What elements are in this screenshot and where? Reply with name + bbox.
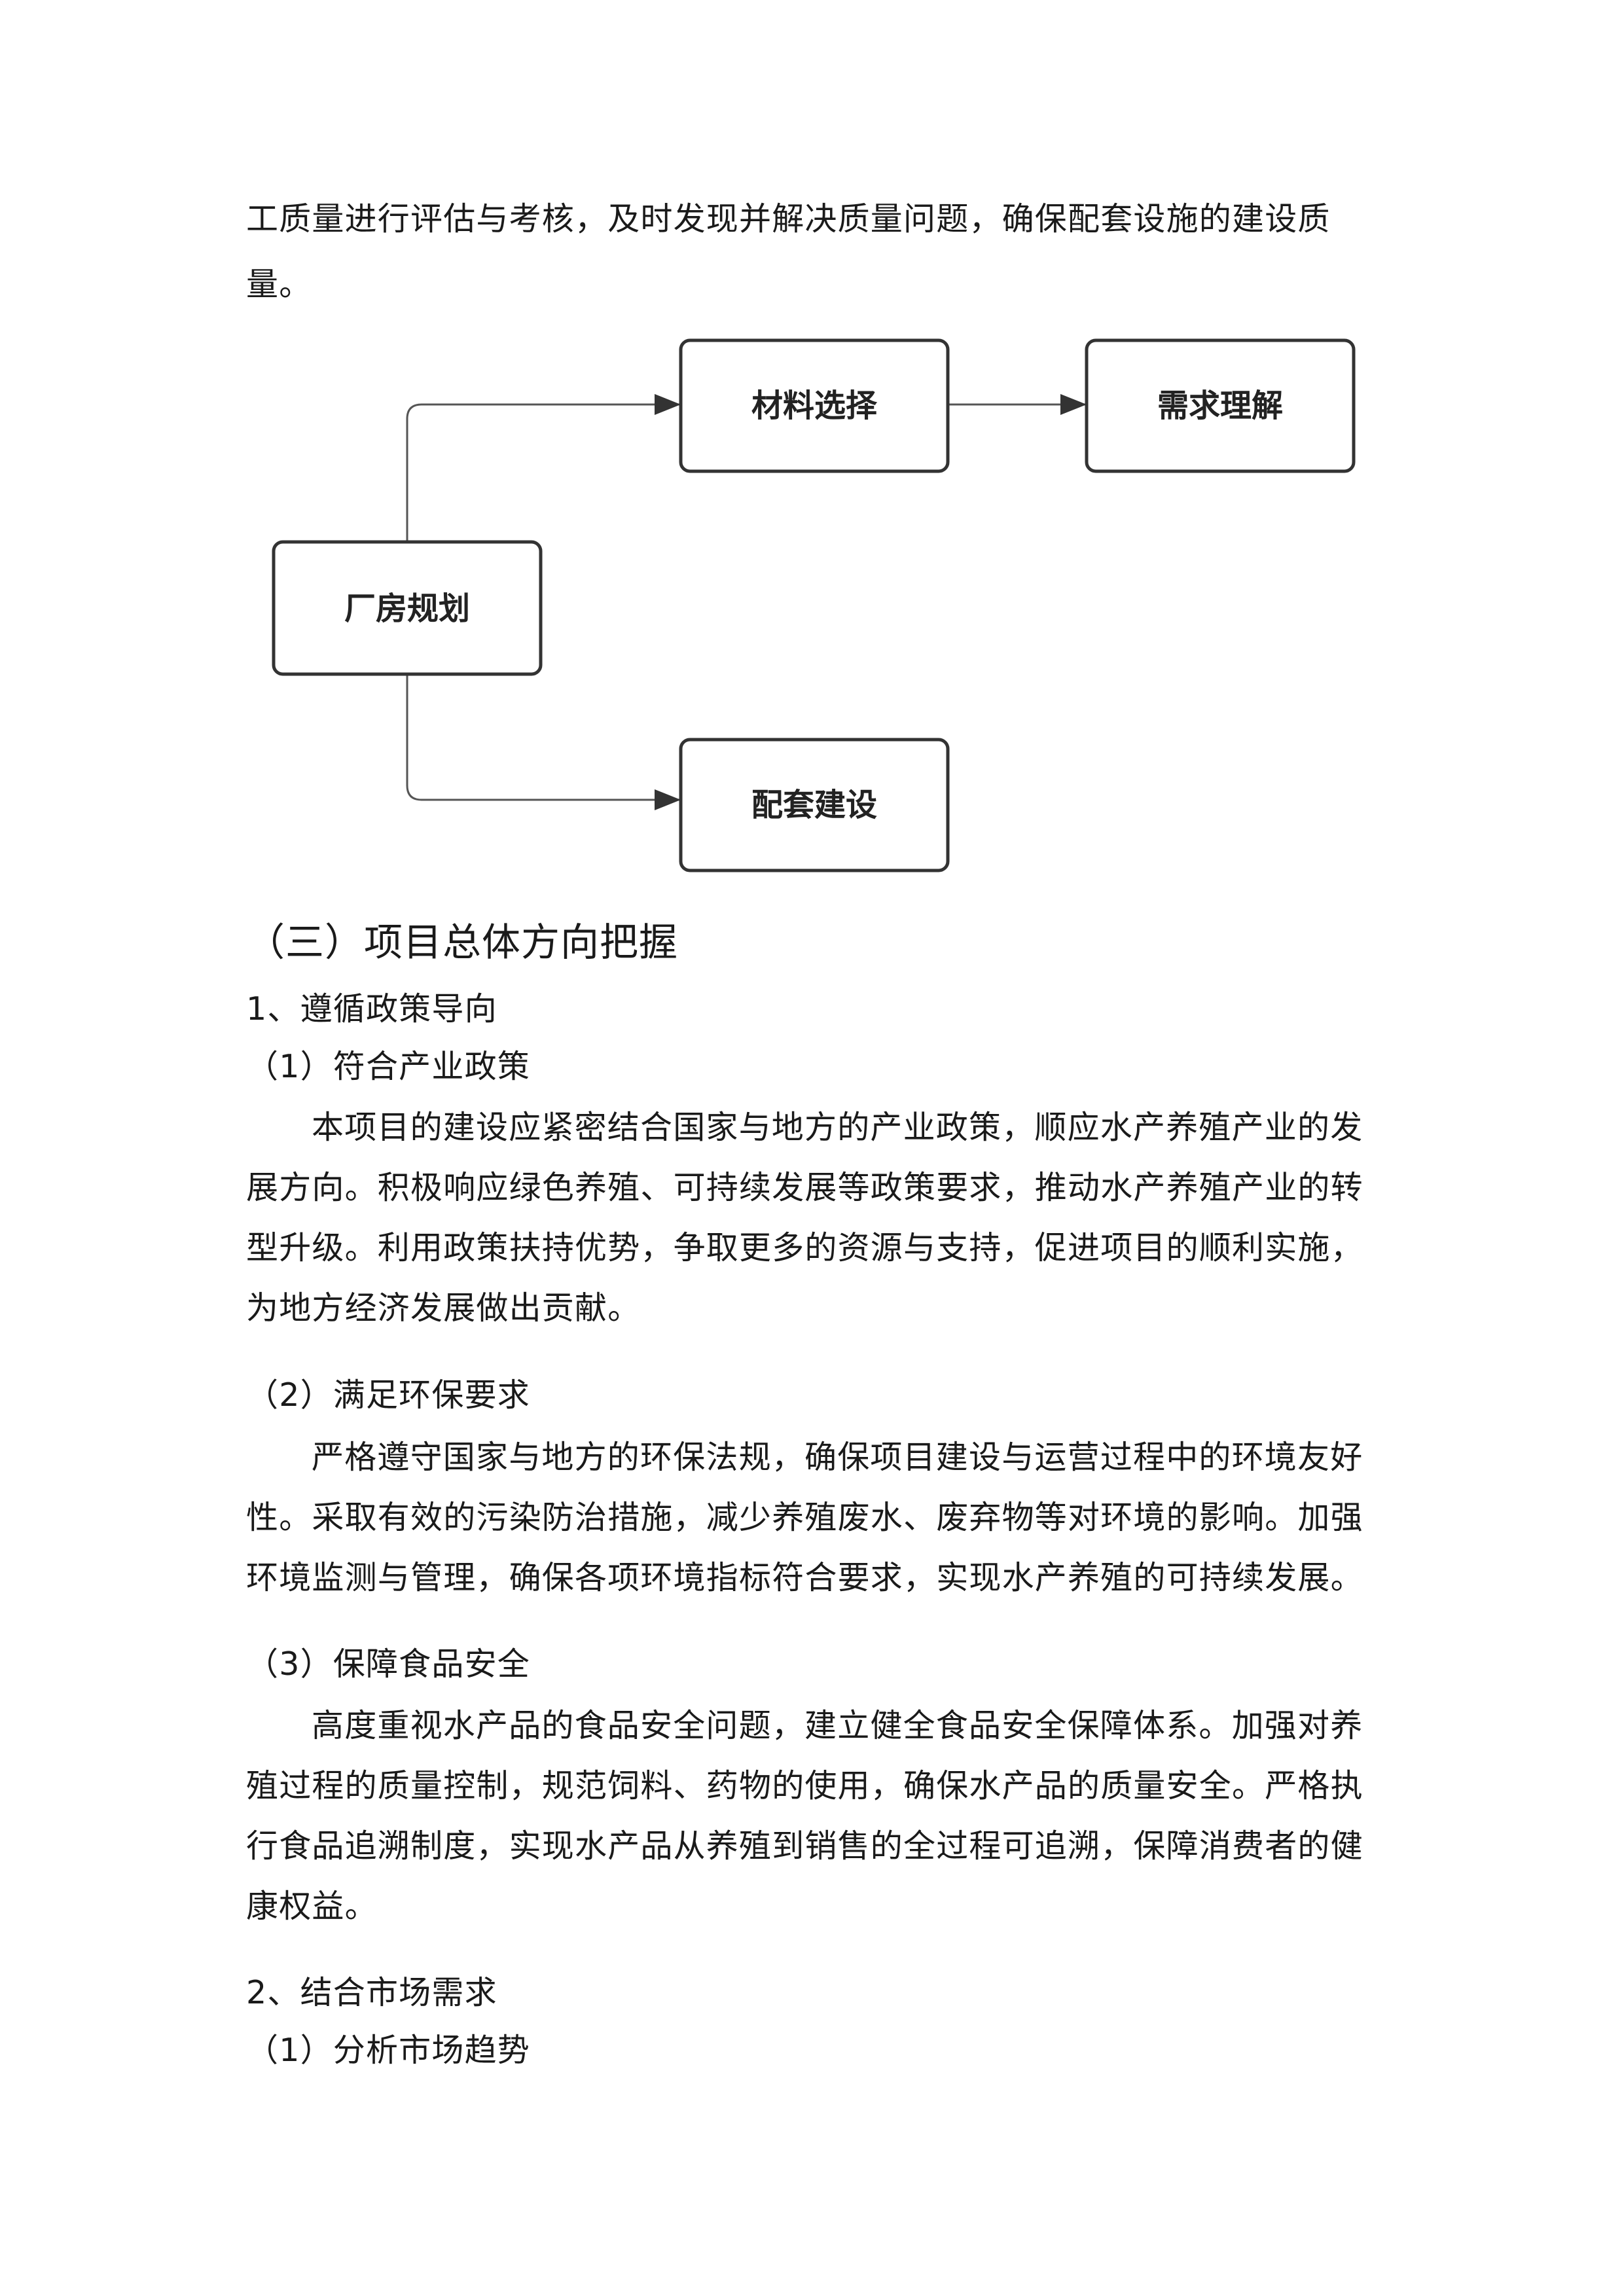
item-2-para-line-1: 严格遵守国家与地方的环保法规，确保项目建设与运营过程中的环境友好 [312, 1439, 1363, 1476]
node-material-selection: 材料选择 [679, 338, 950, 473]
item-1-title: （1）符合产业政策 [246, 1048, 530, 1085]
flow-diagram: 材料选择 需求理解 厂房规划 配套建设 [272, 338, 1356, 872]
item-3-para-line-4: 康权益。 [246, 1888, 378, 1925]
section-heading: （三）项目总体方向把握 [246, 920, 679, 965]
node-requirement-understanding-label: 需求理解 [1157, 387, 1283, 424]
edge-planning-to-supporting [406, 674, 681, 801]
item-3-para-line-1: 高度重视水产品的食品安全问题，建立健全食品安全保障体系。加强对养 [312, 1707, 1363, 1744]
edge-planning-to-material [406, 403, 681, 542]
item-1-para-line-1: 本项目的建设应紧密结合国家与地方的产业政策，顺应水产养殖产业的发 [312, 1109, 1363, 1146]
intro-line-1: 工质量进行评估与考核，及时发现并解决质量问题，确保配套设施的建设质 [246, 200, 1331, 238]
node-requirement-understanding: 需求理解 [1085, 338, 1356, 473]
arrowhead-to-requirement [1060, 394, 1087, 415]
item-2-para-line-3: 环境监测与管理，确保各项环境指标符合要求，实现水产养殖的可持续发展。 [246, 1559, 1363, 1596]
subsection-2-item-1-title: （1）分析市场趋势 [246, 2032, 530, 2069]
subsection-1-title: 1、遵循政策导向 [246, 990, 497, 1028]
node-material-selection-label: 材料选择 [751, 387, 878, 424]
item-3-para-line-3: 行食品追溯制度，实现水产品从养殖到销售的全过程可追溯，保障消费者的健 [246, 1827, 1363, 1865]
item-2-para-line-2: 性。采取有效的污染防治措施，减少养殖废水、废弃物等对环境的影响。加强 [246, 1499, 1363, 1536]
item-1-para-line-2: 展方向。积极响应绿色养殖、可持续发展等政策要求，推动水产养殖产业的转 [246, 1169, 1363, 1206]
node-plant-planning-label: 厂房规划 [344, 590, 470, 627]
item-1-para-line-4: 为地方经济发展做出贡献。 [246, 1289, 641, 1327]
node-supporting-construction-label: 配套建设 [751, 787, 877, 823]
intro-line-2: 量。 [246, 266, 312, 303]
node-plant-planning: 厂房规划 [272, 540, 543, 676]
subsection-2-title: 2、结合市场需求 [246, 1974, 497, 2011]
arrowhead-to-material [655, 394, 681, 415]
arrowhead-to-supporting [655, 789, 681, 810]
item-3-title: （3）保障食品安全 [246, 1645, 530, 1683]
item-3-para-line-2: 殖过程的质量控制，规范饲料、药物的使用，确保水产品的质量安全。严格执 [246, 1767, 1363, 1804]
item-2-title: （2）满足环保要求 [246, 1376, 530, 1414]
node-supporting-construction: 配套建设 [679, 738, 950, 872]
item-1-para-line-3: 型升级。利用政策扶持优势，争取更多的资源与支持，促进项目的顺利实施， [246, 1229, 1363, 1266]
